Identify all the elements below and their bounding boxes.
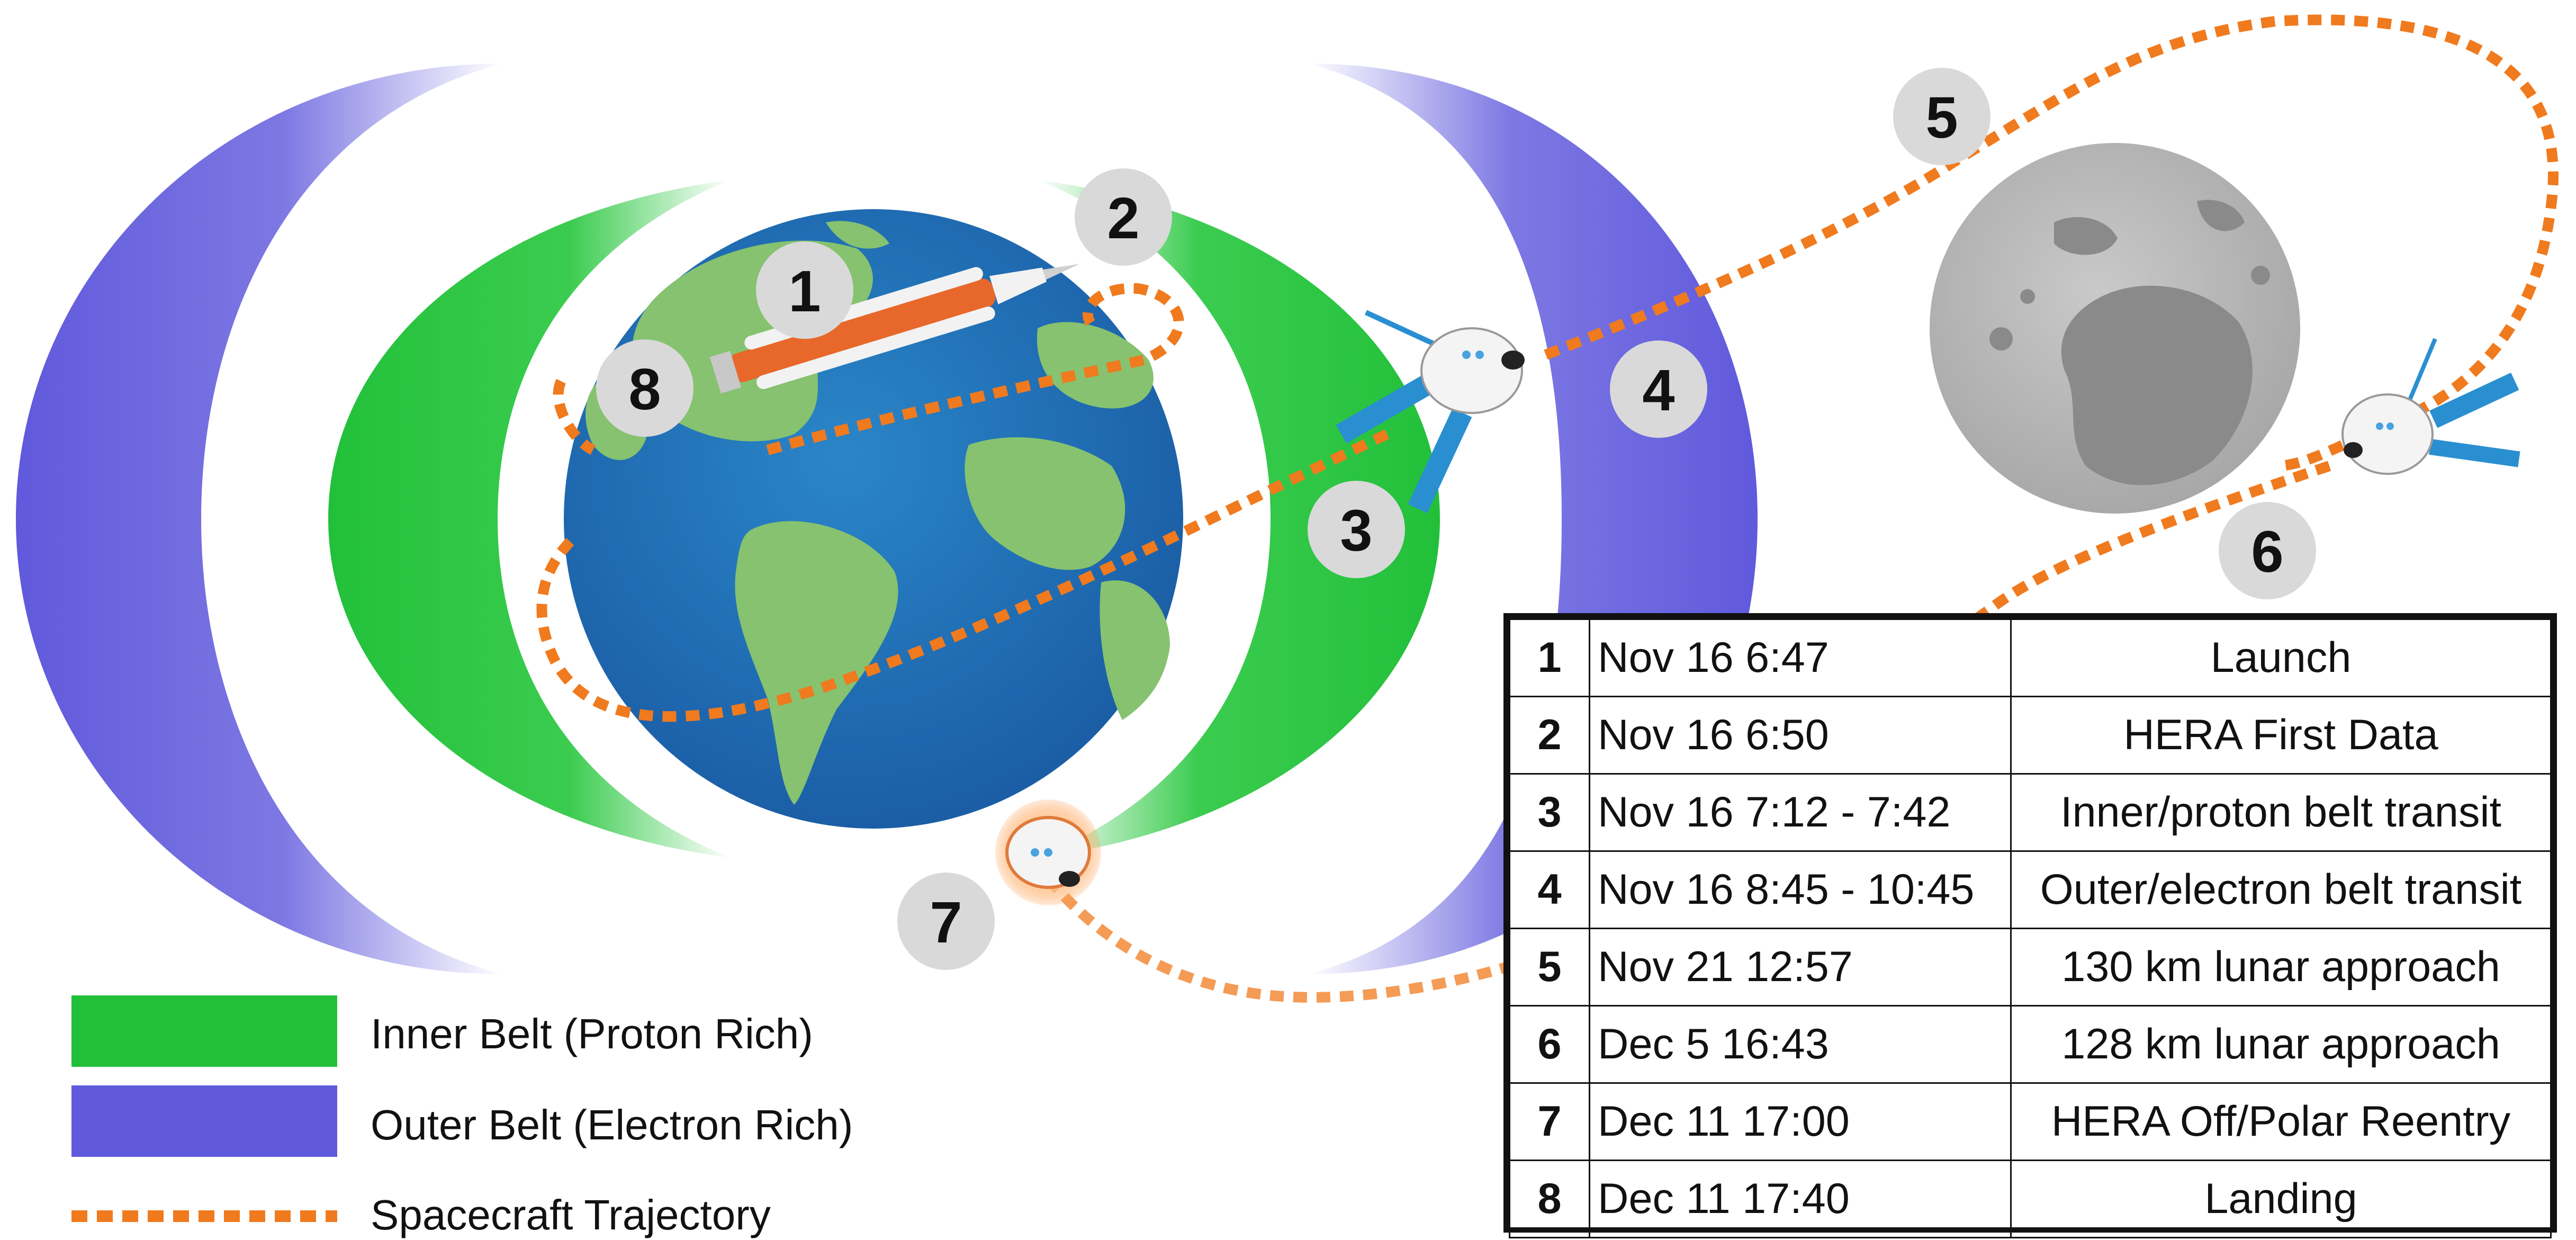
svg-text:3: 3 bbox=[1340, 498, 1372, 563]
marker-8: 8 bbox=[596, 339, 693, 437]
row-time: Nov 16 8:45 - 10:45 bbox=[1589, 850, 2012, 929]
row-number: 4 bbox=[1509, 850, 1590, 929]
table-row: 8 Dec 11 17:40 Landing bbox=[1509, 1160, 2552, 1238]
svg-text:4: 4 bbox=[1642, 358, 1674, 423]
row-number: 8 bbox=[1509, 1160, 1590, 1238]
row-number: 3 bbox=[1509, 773, 1590, 852]
table-row: 5 Nov 21 12:57 130 km lunar approach bbox=[1509, 928, 2552, 1007]
row-event: Landing bbox=[2010, 1160, 2552, 1238]
svg-text:7: 7 bbox=[930, 890, 962, 955]
reentry-capsule-icon bbox=[995, 799, 1101, 905]
table-row: 7 Dec 11 17:00 HERA Off/Polar Reentry bbox=[1509, 1082, 2552, 1161]
svg-text:5: 5 bbox=[1925, 85, 1958, 150]
table-row: 3 Nov 16 7:12 - 7:42 Inner/proton belt t… bbox=[1509, 773, 2552, 852]
inner-belt-right bbox=[1038, 180, 1440, 858]
moon bbox=[1930, 143, 2300, 514]
marker-7: 7 bbox=[897, 873, 995, 970]
row-time: Nov 16 6:50 bbox=[1589, 696, 2012, 775]
row-time: Dec 5 16:43 bbox=[1589, 1005, 2012, 1084]
spacecraft-icon-moon bbox=[2341, 338, 2520, 475]
row-event: HERA Off/Polar Reentry bbox=[2010, 1082, 2552, 1161]
row-number: 1 bbox=[1509, 618, 1590, 697]
row-time: Nov 16 7:12 - 7:42 bbox=[1589, 773, 2012, 852]
spacecraft-icon bbox=[1336, 310, 1525, 514]
outer-belt-left bbox=[16, 64, 503, 974]
svg-text:6: 6 bbox=[2251, 519, 2283, 585]
table-row: 2 Nov 16 6:50 HERA First Data bbox=[1509, 696, 2552, 775]
row-time: Nov 21 12:57 bbox=[1589, 928, 2012, 1007]
legend-label-inner: Inner Belt (Proton Rich) bbox=[371, 1010, 813, 1057]
marker-3: 3 bbox=[1308, 481, 1405, 578]
marker-2: 2 bbox=[1075, 168, 1172, 266]
row-number: 6 bbox=[1509, 1005, 1590, 1084]
legend-label-trajectory: Spacecraft Trajectory bbox=[371, 1191, 771, 1238]
row-time: Dec 11 17:00 bbox=[1589, 1082, 2012, 1161]
row-number: 5 bbox=[1509, 928, 1590, 1007]
row-time: Dec 11 17:40 bbox=[1589, 1160, 2012, 1238]
svg-text:8: 8 bbox=[628, 357, 661, 422]
table-row: 6 Dec 5 16:43 128 km lunar approach bbox=[1509, 1005, 2552, 1084]
row-event: Launch bbox=[2010, 618, 2552, 697]
row-number: 7 bbox=[1509, 1082, 1590, 1161]
marker-1: 1 bbox=[756, 241, 853, 339]
row-event: Inner/proton belt transit bbox=[2010, 773, 2552, 852]
legend-swatch-inner bbox=[71, 995, 337, 1067]
marker-4: 4 bbox=[1610, 340, 1707, 438]
marker-5: 5 bbox=[1893, 68, 1990, 165]
legend-label-outer: Outer Belt (Electron Rich) bbox=[371, 1101, 853, 1148]
row-number: 2 bbox=[1509, 696, 1590, 775]
table-row: 4 Nov 16 8:45 - 10:45 Outer/electron bel… bbox=[1509, 850, 2552, 929]
row-event: 130 km lunar approach bbox=[2010, 928, 2552, 1007]
legend-swatch-outer bbox=[71, 1085, 337, 1157]
inner-belt-left bbox=[328, 180, 731, 858]
legend: Inner Belt (Proton Rich) Outer Belt (Ele… bbox=[71, 995, 853, 1238]
table-row: 1 Nov 16 6:47 Launch bbox=[1509, 618, 2552, 697]
marker-6: 6 bbox=[2219, 502, 2316, 599]
row-event: HERA First Data bbox=[2010, 696, 2552, 775]
svg-text:1: 1 bbox=[788, 259, 821, 324]
row-time: Nov 16 6:47 bbox=[1589, 618, 2012, 697]
row-event: 128 km lunar approach bbox=[2010, 1005, 2552, 1084]
timeline-table: 1 Nov 16 6:47 Launch 2 Nov 16 6:50 HERA … bbox=[1503, 613, 2557, 1238]
row-event: Outer/electron belt transit bbox=[2010, 850, 2552, 929]
svg-text:2: 2 bbox=[1107, 186, 1139, 251]
